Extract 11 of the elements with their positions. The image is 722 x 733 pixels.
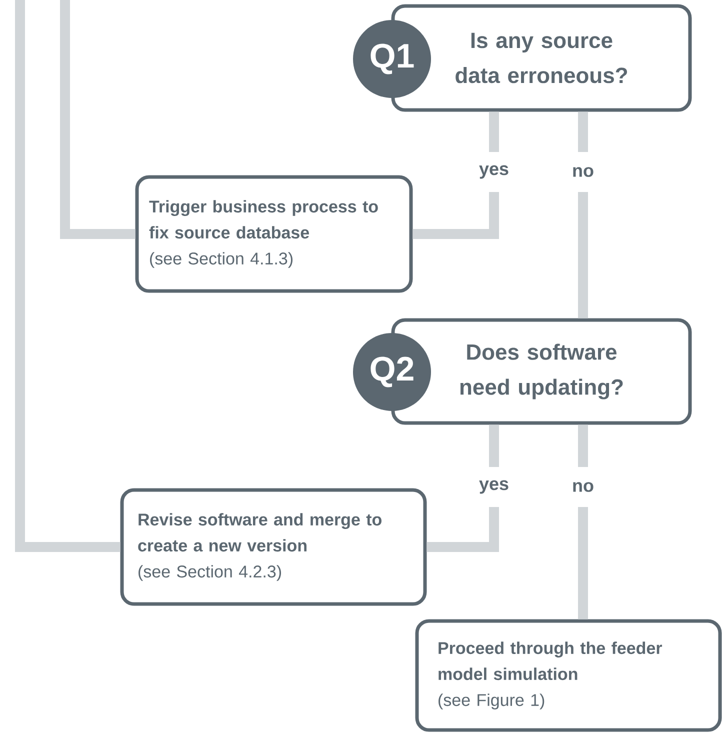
edge-label: yes — [472, 467, 516, 507]
process-box: Proceed through the feeder model simulation (see Figure 1) — [415, 619, 722, 732]
question-badge: Q1 — [353, 20, 431, 98]
question-badge: Q2 — [353, 333, 431, 411]
connector-line — [15, 0, 120, 552]
process-box: Revise software and merge to create a new version (see Section 4.2.3) — [120, 488, 427, 606]
edge-label: yes — [472, 152, 516, 192]
edge-label: no — [561, 467, 605, 507]
process-box: Trigger business process to fix source database (see Section 4.1.3) — [135, 175, 413, 293]
connector-line — [60, 0, 136, 239]
edge-label: no — [561, 152, 605, 192]
